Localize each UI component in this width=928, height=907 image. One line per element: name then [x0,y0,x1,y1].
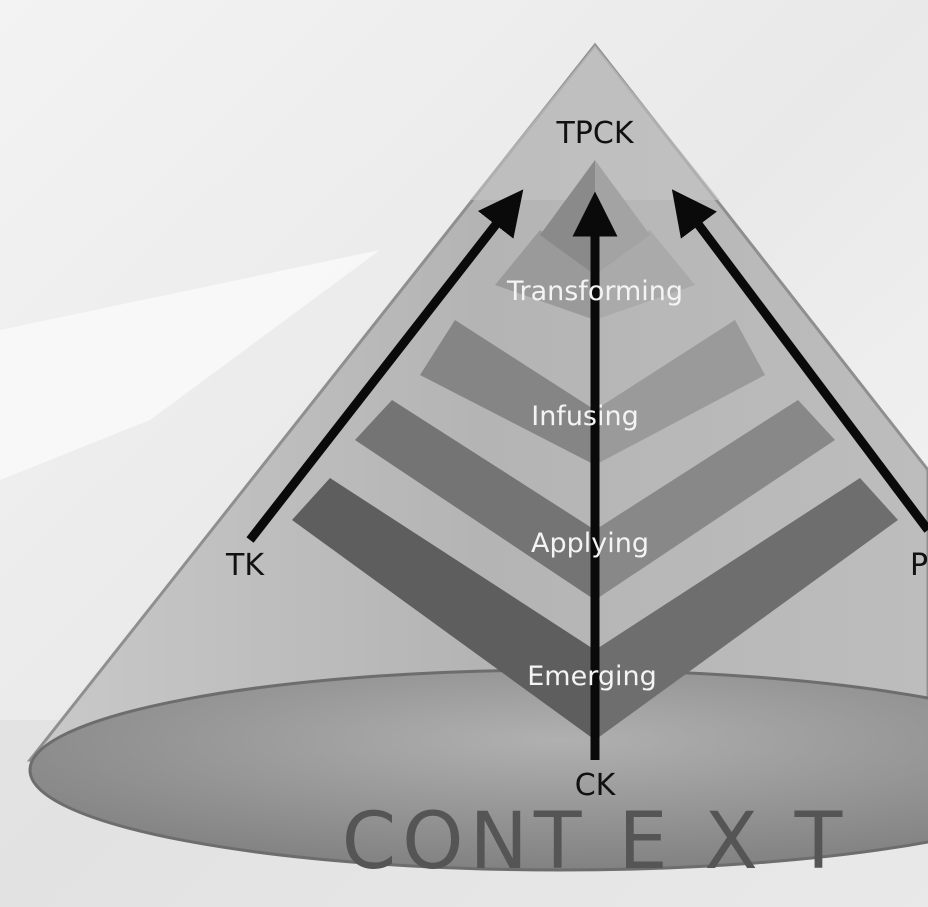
stage-label-transforming: Transforming [506,276,683,307]
stage-label-emerging: Emerging [527,661,657,692]
stage-label-applying: Applying [531,528,649,559]
left-axis-label: TK [225,548,265,583]
right-axis-label: P [910,548,928,583]
context-label: CONT E X T [342,797,849,887]
stage-label-infusing: Infusing [531,401,639,432]
apex-label: TPCK [555,116,634,151]
